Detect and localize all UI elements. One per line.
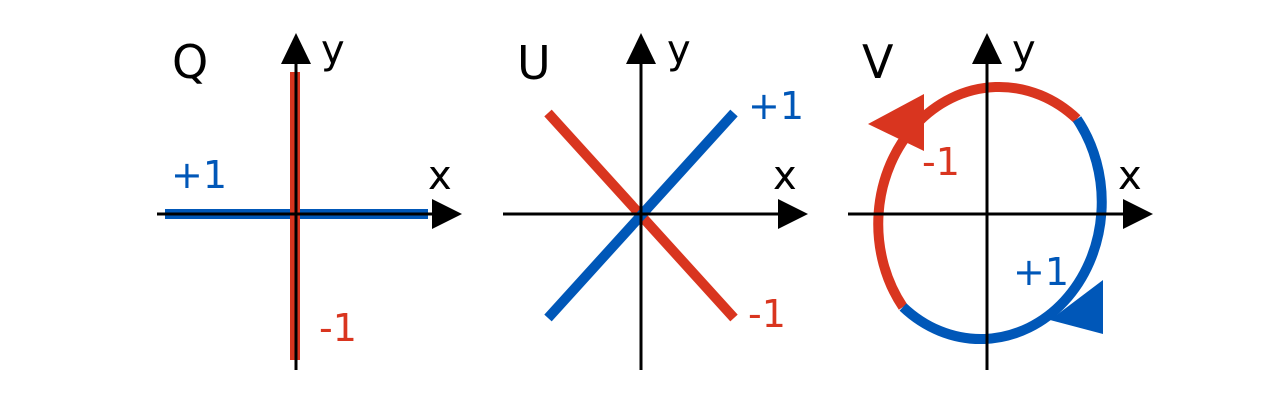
q-negative-label: -1 [319,306,357,350]
v-negative-label: -1 [922,140,960,184]
v-negative-direction-arrow [868,94,924,151]
v-y-axis-label: y [1012,27,1036,73]
v-x-axis-arrow [1123,199,1153,229]
v-y-axis-arrow [972,33,1002,64]
v-positive-direction-arrow [1050,280,1103,334]
v-x-axis-label: x [1118,153,1142,199]
q-x-axis-label: x [428,153,452,199]
panel-q: Q y x +1 -1 [157,27,462,370]
v-positive-label: +1 [1013,250,1069,294]
u-x-axis-arrow [778,199,808,229]
q-positive-label: +1 [171,153,227,197]
q-x-axis-arrow [432,199,462,229]
q-y-axis-label: y [321,27,345,73]
u-negative-label: -1 [748,292,786,336]
u-y-axis-label: y [667,27,691,73]
u-y-axis-arrow [626,33,656,64]
v-positive-circular-arc [899,116,1107,345]
v-panel-title: V [862,35,894,89]
panel-v: V y x -1 +1 [848,27,1153,370]
panel-u: U y x +1 -1 [503,27,808,370]
q-panel-title: Q [172,35,208,89]
u-positive-label: +1 [748,84,804,128]
q-y-axis-arrow [281,33,311,64]
u-x-axis-label: x [773,153,797,199]
u-panel-title: U [517,36,551,90]
